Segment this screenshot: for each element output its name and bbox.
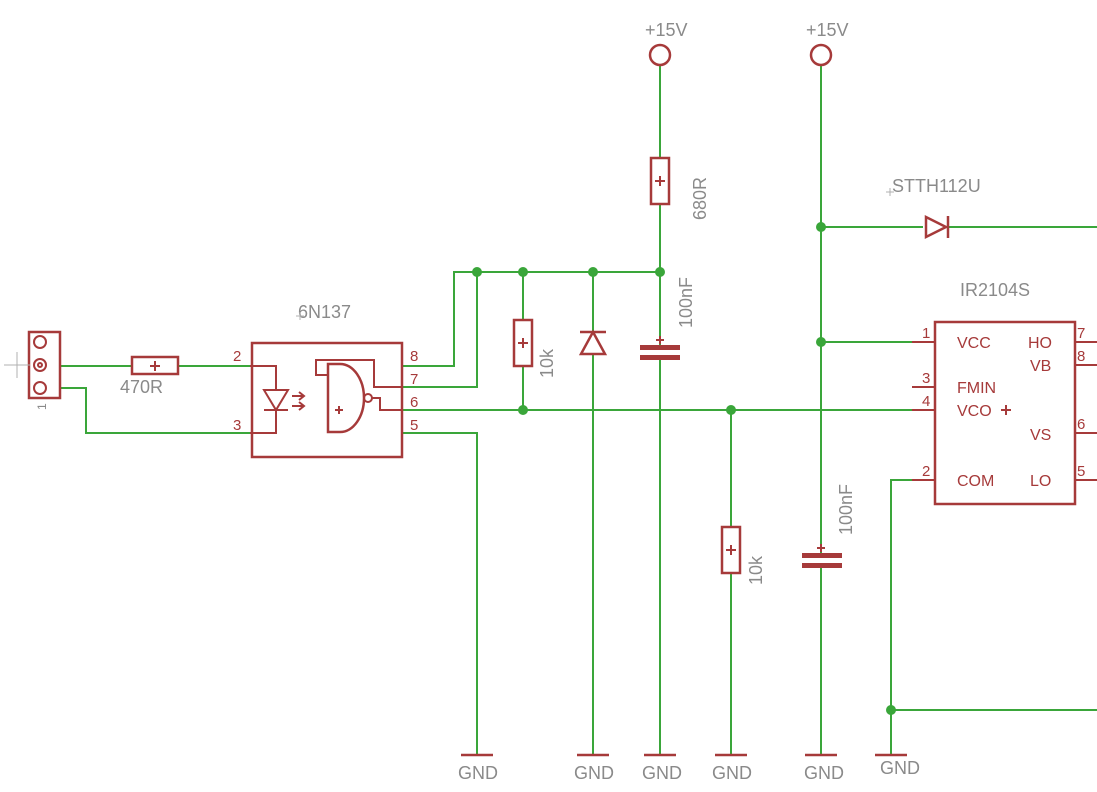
driver-pin-num-6: 6 (1077, 416, 1085, 433)
opto-pin-3: 3 (233, 417, 241, 434)
supply-left: +15V (645, 20, 688, 67)
driver-pin-label-vcc: VCC (957, 335, 991, 352)
driver-pin-num-3: 3 (922, 370, 930, 387)
capacitor-c1: 100nF (640, 277, 696, 360)
zener-diode (578, 329, 608, 356)
optocoupler-name: 6N137 (298, 302, 351, 322)
opto-pin-2: 2 (233, 348, 241, 365)
svg-text:GND: GND (642, 763, 682, 783)
resistor-470r: 470R (120, 355, 180, 397)
driver-pin-label-vb: VB (1030, 358, 1051, 375)
svg-text:GND: GND (458, 763, 498, 783)
ground-3: GND (642, 753, 682, 783)
wires (59, 64, 1097, 756)
ground-symbols: GND GND GND GND GND GND (458, 753, 920, 783)
resistor-680r: 680R (649, 156, 710, 220)
driver-pin-label-vco: VCO (957, 403, 992, 420)
capacitor-c1-label: 100nF (676, 277, 696, 328)
ground-2: GND (574, 753, 614, 783)
driver-pin-num-1: 1 (922, 325, 930, 342)
diode-name: STTH112U (892, 176, 981, 196)
driver-pin-num-7: 7 (1077, 325, 1085, 342)
opto-pin-7: 7 (410, 371, 418, 388)
resistor-470r-label: 470R (120, 377, 163, 397)
supply-left-label: +15V (645, 20, 688, 40)
resistor-680r-label: 680R (690, 177, 710, 220)
driver-pin-label-com: COM (957, 473, 994, 490)
supply-right-label: +15V (806, 20, 849, 40)
resistor-10k-pullup-label: 10k (537, 348, 557, 378)
driver-pin-num-5: 5 (1077, 463, 1085, 480)
svg-text:GND: GND (574, 763, 614, 783)
diode-stth112u: STTH112U (886, 176, 981, 240)
driver-pin-label-vs: VS (1030, 427, 1051, 444)
opto-pin-6: 6 (410, 394, 418, 411)
svg-text:GND: GND (880, 758, 920, 778)
optocoupler-6n137: 6N137 2 3 8 7 6 5 (233, 302, 418, 459)
capacitor-c2: 100nF (802, 484, 856, 568)
input-connector: 1 (4, 330, 62, 410)
junctions (472, 222, 896, 715)
resistor-10k-pulldown-label: 10k (746, 555, 766, 585)
driver-pin-num-8: 8 (1077, 348, 1085, 365)
connector-pin-label: 1 (35, 403, 49, 410)
opto-pin-8: 8 (410, 348, 418, 365)
driver-name: IR2104S (960, 280, 1030, 300)
svg-text:GND: GND (804, 763, 844, 783)
driver-pin-label-fmin: FMIN (957, 380, 996, 397)
ground-5: GND (804, 753, 844, 783)
svg-text:GND: GND (712, 763, 752, 783)
ground-6: GND (875, 753, 920, 778)
capacitor-c2-label: 100nF (836, 484, 856, 535)
opto-pin-5: 5 (410, 417, 418, 434)
resistor-10k-pulldown: 10k (720, 525, 766, 585)
resistor-10k-pullup: 10k (512, 318, 557, 378)
driver-pin-label-lo: LO (1030, 473, 1051, 490)
driver-pin-label-ho: HO (1028, 335, 1052, 352)
ground-1: GND (458, 753, 498, 783)
ground-4: GND (712, 753, 752, 783)
driver-pin-num-4: 4 (922, 393, 930, 410)
driver-ir2104s: IR2104S 1 3 4 2 VCC FMIN VCO COM 7 8 6 5… (912, 280, 1097, 506)
driver-pin-num-2: 2 (922, 463, 930, 480)
supply-right: +15V (806, 20, 849, 67)
